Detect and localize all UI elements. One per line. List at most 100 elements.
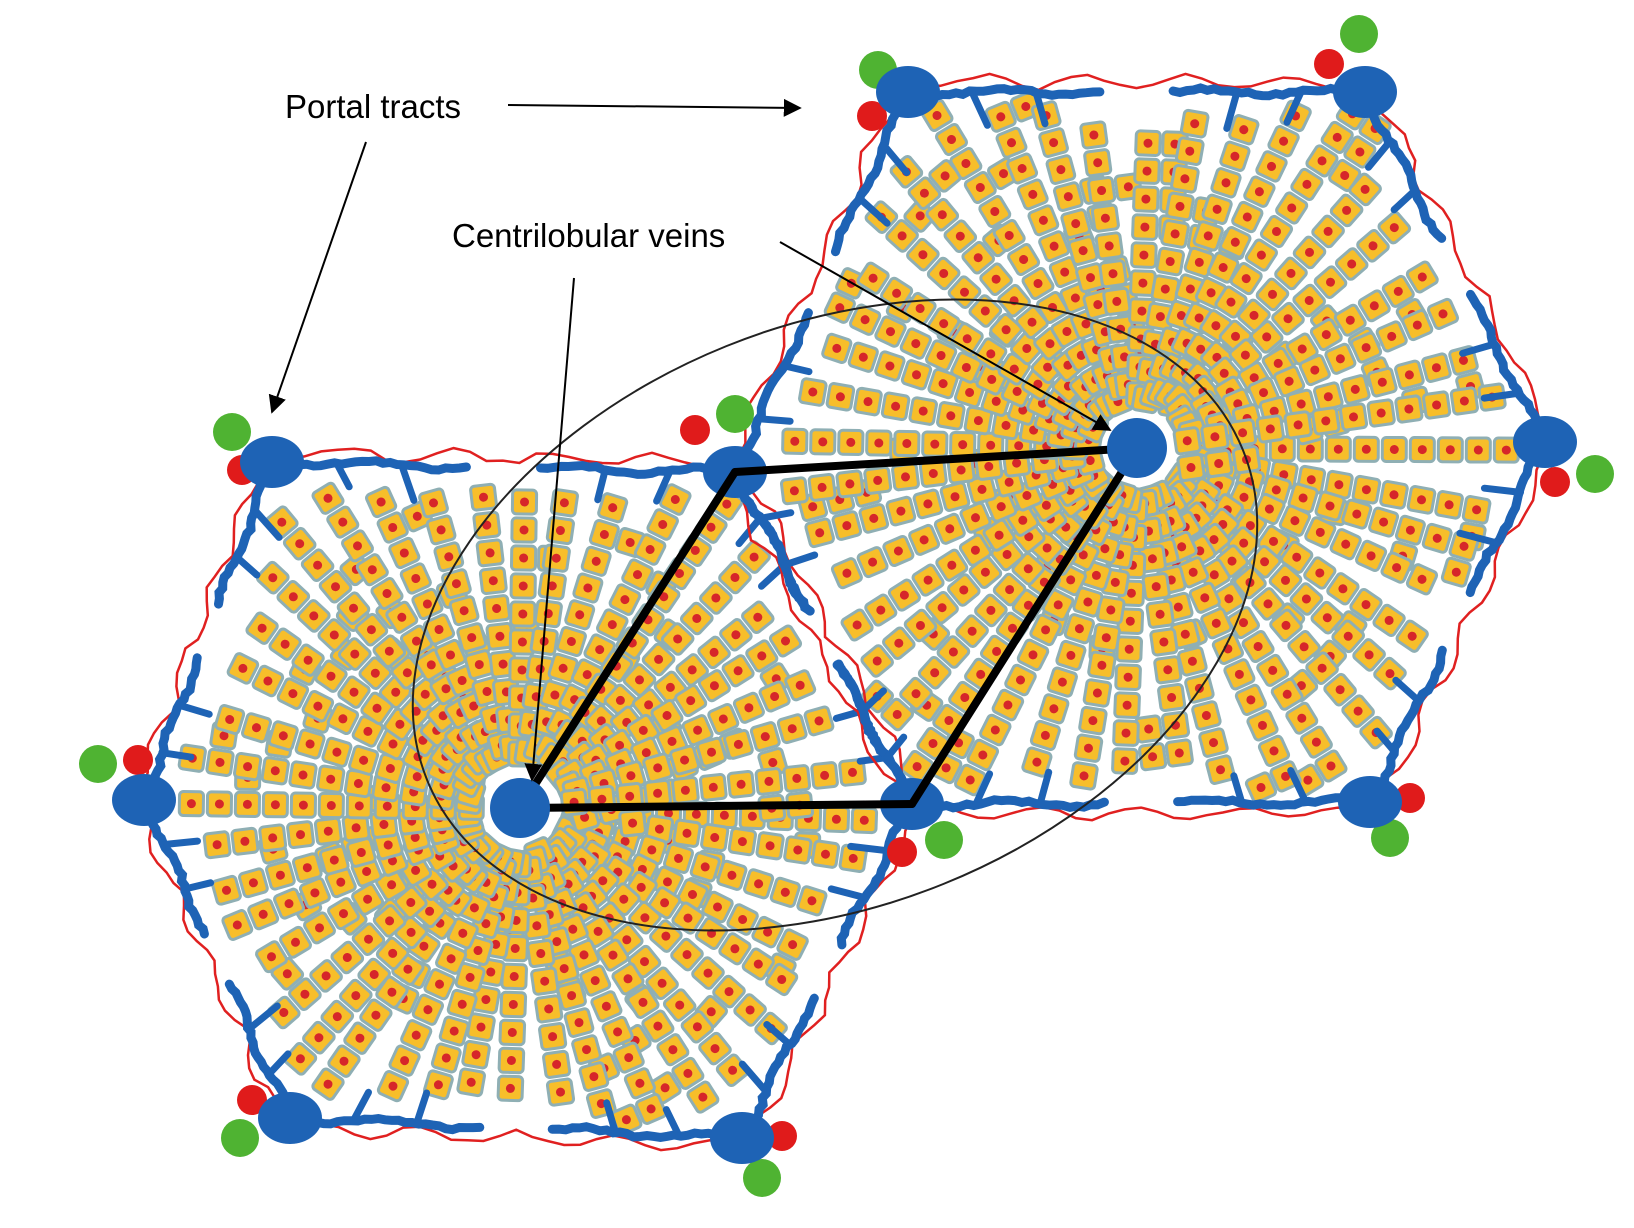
hepatocyte — [265, 505, 299, 539]
hepatocyte — [984, 100, 1017, 133]
bile-duct — [1576, 455, 1614, 493]
hepatocyte — [509, 572, 537, 600]
portal-venule-branch — [1287, 767, 1310, 806]
hepatocyte — [917, 656, 952, 690]
hepatocyte — [722, 728, 754, 760]
portal-venule-branch — [781, 551, 819, 569]
hepatic-artery — [857, 101, 887, 131]
hepatocyte — [485, 621, 515, 651]
hepatocyte — [1021, 267, 1055, 300]
triangle-edge-right — [908, 444, 1141, 808]
bile-duct — [743, 1159, 781, 1197]
bile-duct — [221, 1119, 259, 1157]
portal-venule-branch — [333, 459, 353, 491]
hepatocyte — [545, 515, 575, 546]
hepatocyte — [1341, 694, 1375, 728]
hepatocyte — [955, 614, 989, 648]
hepatocyte — [230, 826, 260, 856]
hepatocyte — [1038, 693, 1070, 725]
sinusoid-border-line — [907, 72, 1366, 92]
hepatocyte — [301, 689, 335, 723]
hepatocyte — [177, 789, 206, 818]
hepatocyte — [343, 1021, 377, 1055]
hepatocyte — [858, 503, 890, 534]
hepatocyte — [679, 601, 714, 636]
label-portal-tracts: Portal tracts — [285, 88, 461, 125]
hepatocyte — [509, 544, 538, 572]
hepatocyte — [526, 938, 556, 969]
hepatocyte — [317, 618, 352, 652]
hepatocyte — [318, 844, 350, 876]
hepatocyte — [448, 595, 480, 627]
hepatocyte — [214, 704, 246, 735]
portal-venule-branch — [232, 553, 261, 579]
portal-venule-branch — [1480, 389, 1524, 402]
hepatocyte — [354, 612, 389, 647]
hepatocyte — [261, 791, 290, 819]
hepatocyte — [696, 736, 727, 768]
hepatocyte — [781, 427, 809, 455]
hepatocyte — [626, 985, 660, 1019]
hepatocyte — [912, 488, 944, 520]
hepatocyte — [1029, 719, 1061, 751]
hepatocyte — [645, 966, 679, 1001]
hepatocyte — [949, 147, 983, 180]
hepatocyte — [1052, 181, 1084, 212]
hepatocyte — [351, 882, 385, 916]
hepatocyte — [853, 386, 883, 417]
hepatic-artery — [237, 1085, 267, 1115]
hepatocyte — [874, 350, 906, 382]
portal-venule — [536, 460, 740, 479]
triangle-edge-bottom — [516, 800, 916, 812]
hepatocyte — [719, 618, 753, 652]
hepatocyte — [538, 1022, 568, 1052]
hepatocyte — [1352, 638, 1386, 672]
hepatocyte — [680, 1010, 715, 1044]
hepatocyte — [1275, 191, 1309, 225]
hepatocyte — [1244, 771, 1278, 804]
hepatocyte — [963, 405, 994, 436]
hepatocyte — [282, 526, 317, 561]
hepatocyte — [1021, 746, 1053, 778]
hepatocyte — [882, 534, 915, 568]
portal-venule-branch — [756, 509, 795, 522]
hepatocyte — [545, 1077, 576, 1107]
hepatocyte — [646, 508, 679, 541]
hepatocyte — [318, 569, 353, 604]
hepatocyte — [1268, 563, 1303, 598]
hepatocyte — [294, 728, 326, 760]
hepatocyte — [423, 968, 456, 1001]
portal-venule-branch — [662, 1106, 683, 1139]
hepatocyte — [288, 977, 322, 1011]
hepatocyte — [247, 898, 280, 931]
hepatocyte — [622, 663, 657, 697]
hepatocyte — [407, 929, 441, 963]
hepatocyte — [621, 558, 654, 591]
hepatocyte — [226, 652, 260, 685]
hepatocyte — [482, 594, 511, 623]
portal-triad — [857, 51, 940, 131]
hepatocyte — [933, 512, 966, 545]
hepatocyte — [596, 938, 630, 972]
hepatocyte — [1314, 490, 1346, 522]
hepatocyte — [1440, 556, 1472, 588]
hepatic-artery — [1314, 49, 1344, 79]
hepatocyte — [320, 999, 355, 1034]
hepatocyte — [732, 691, 765, 724]
hepatocyte — [671, 1056, 705, 1090]
hepatic-artery — [767, 1121, 797, 1151]
portal-venule — [267, 456, 471, 475]
portal-triad — [1513, 416, 1614, 497]
hepatocyte — [1176, 452, 1206, 483]
hepatocyte — [1305, 651, 1339, 685]
hepatocyte — [1395, 619, 1429, 653]
hepatocyte — [1041, 588, 1075, 622]
hepatocyte — [782, 764, 812, 793]
hepatocyte — [1394, 394, 1424, 424]
hepatocyte — [743, 868, 775, 900]
hepatic-artery — [887, 837, 917, 867]
hepatocyte — [510, 516, 538, 544]
hepatocyte — [1278, 504, 1312, 537]
hepatocyte — [662, 988, 697, 1022]
bile-duct — [213, 413, 251, 451]
